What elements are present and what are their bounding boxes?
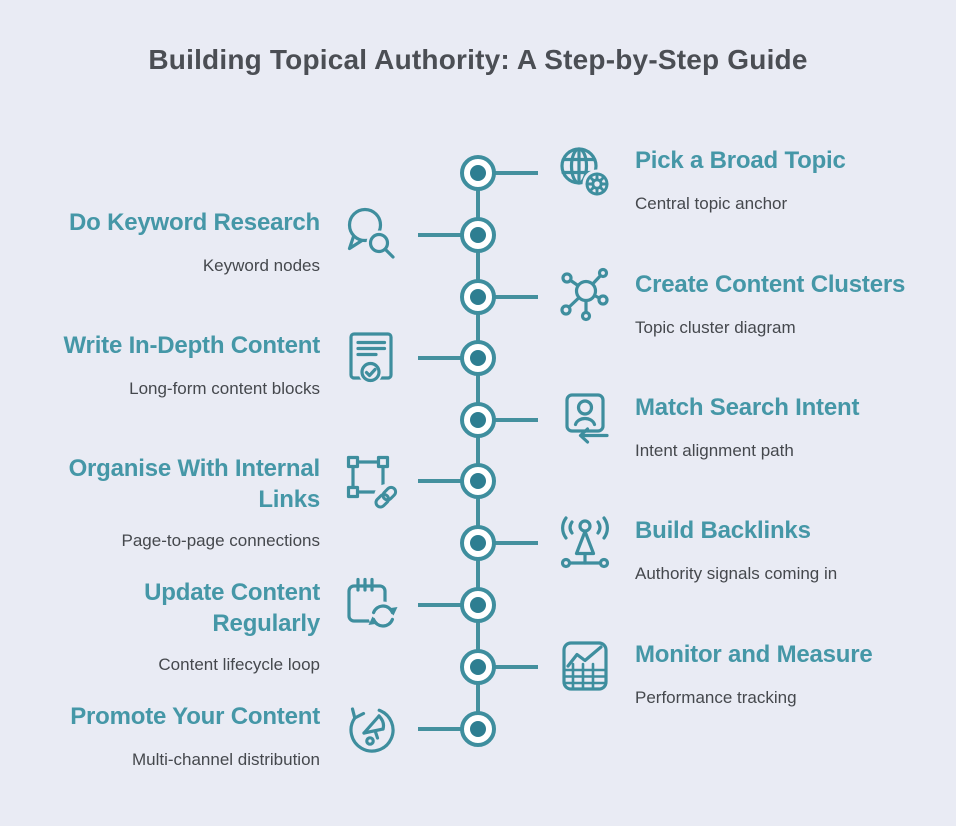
step-title: Monitor and Measure <box>635 641 873 668</box>
topic-cluster-icon <box>553 265 617 329</box>
step-subtitle: Intent alignment path <box>635 441 794 460</box>
step-title: Promote Your Content <box>70 703 320 730</box>
page-title: Building Topical Authority: A Step-by-St… <box>148 44 808 75</box>
calendar-refresh-icon <box>339 573 403 637</box>
timeline-connector <box>418 356 462 360</box>
step-content-clusters: Create Content Clusters Topic cluster di… <box>635 269 955 338</box>
step-subtitle: Authority signals coming in <box>635 564 838 583</box>
timeline-node-10 <box>460 711 496 747</box>
step-title: Match Search Intent <box>635 394 860 421</box>
timeline-connector <box>494 295 538 299</box>
timeline-node-4 <box>460 340 496 376</box>
node-dot <box>470 659 486 675</box>
step-subtitle: Topic cluster diagram <box>635 318 796 337</box>
timeline-node-8 <box>460 587 496 623</box>
step-subtitle: Page-to-page connections <box>121 531 320 550</box>
timeline-connector <box>418 233 462 237</box>
node-dot <box>470 535 486 551</box>
step-title: Update Content Regularly <box>144 579 320 637</box>
step-monitor-measure: Monitor and Measure Performance tracking <box>635 639 955 708</box>
step-build-backlinks: Build Backlinks Authority signals coming… <box>635 515 955 584</box>
step-title: Create Content Clusters <box>635 271 906 298</box>
timeline-connector <box>494 541 538 545</box>
node-dot <box>470 597 486 613</box>
node-dot <box>470 350 486 366</box>
node-dot <box>470 412 486 428</box>
timeline-connector <box>494 171 538 175</box>
timeline-node-6 <box>460 463 496 499</box>
step-title: Do Keyword Research <box>69 209 320 236</box>
megaphone-cycle-icon <box>339 697 403 761</box>
user-frame-arrow-icon <box>553 388 617 452</box>
step-update-content: Update Content Regularly Content lifecyc… <box>130 577 320 675</box>
step-title: Build Backlinks <box>635 517 811 544</box>
node-dot <box>470 227 486 243</box>
step-internal-links: Organise With Internal Links Page-to-pag… <box>48 453 321 551</box>
timeline-node-2 <box>460 217 496 253</box>
step-promote-content: Promote Your Content Multi-channel distr… <box>70 701 320 770</box>
step-title: Write In-Depth Content <box>63 332 321 359</box>
timeline-node-5 <box>460 402 496 438</box>
selection-link-icon <box>339 449 403 513</box>
step-search-intent: Match Search Intent Intent alignment pat… <box>635 392 955 461</box>
timeline-node-9 <box>460 649 496 685</box>
speech-search-icon <box>339 203 403 267</box>
timeline-spine <box>476 173 480 729</box>
step-subtitle: Keyword nodes <box>202 256 320 275</box>
step-subtitle: Central topic anchor <box>635 194 788 213</box>
document-check-icon <box>339 326 403 390</box>
timeline-connector <box>418 479 462 483</box>
step-title: Organise With Internal Links <box>68 455 321 513</box>
timeline-connector <box>494 665 538 669</box>
node-dot <box>470 721 486 737</box>
timeline-connector <box>494 418 538 422</box>
step-subtitle: Multi-channel distribution <box>131 750 320 769</box>
chart-grid-icon <box>553 635 617 699</box>
step-pick-broad-topic: Pick a Broad Topic Central topic anchor <box>635 145 955 214</box>
step-title: Pick a Broad Topic <box>635 147 846 174</box>
globe-gear-icon <box>553 141 617 205</box>
timeline-node-7 <box>460 525 496 561</box>
timeline-node-1 <box>460 155 496 191</box>
step-subtitle: Long-form content blocks <box>129 379 320 398</box>
step-subtitle: Performance tracking <box>635 688 797 707</box>
timeline-node-3 <box>460 279 496 315</box>
step-keyword-research: Do Keyword Research Keyword nodes <box>69 207 320 276</box>
timeline-connector <box>418 727 462 731</box>
step-in-depth-content: Write In-Depth Content Long-form content… <box>63 330 321 399</box>
step-subtitle: Content lifecycle loop <box>158 655 320 674</box>
timeline-connector <box>418 603 462 607</box>
node-dot <box>470 473 486 489</box>
node-dot <box>470 165 486 181</box>
node-dot <box>470 289 486 305</box>
antenna-signal-icon <box>553 511 617 575</box>
